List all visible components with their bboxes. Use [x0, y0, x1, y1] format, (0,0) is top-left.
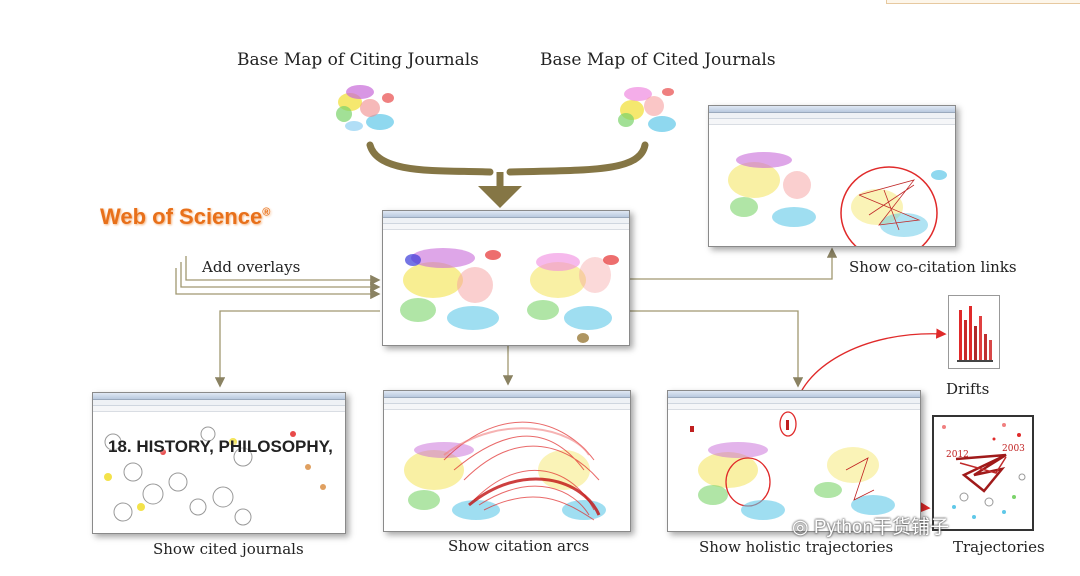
holistic-trajectories-map [690, 411, 895, 520]
cited-journals-screenshot: 18. HISTORY, PHILOSOPHY, [92, 392, 346, 534]
cited-map-dots [618, 87, 676, 132]
overlay-line-2 [180, 262, 381, 293]
trajectories-zoom-map: 2012 2003 [942, 423, 1026, 519]
citation-arcs-screenshot [383, 390, 631, 532]
drifts-thumbnail [948, 295, 1000, 369]
show-cocitation-label: Show co-citation links [849, 258, 1017, 276]
central-map [400, 248, 619, 343]
merge-arrow [366, 141, 649, 176]
watermark: ◎ Python干货铺子 [792, 517, 950, 538]
wechat-icon: ◎ [792, 517, 809, 538]
trajectories-zoom: 2012 2003 [932, 415, 1034, 531]
base-map-citing-label: Base Map of Citing Journals [237, 50, 479, 70]
cited-journals-map [104, 426, 326, 526]
trajectory-year-left: 2012 [946, 450, 969, 460]
show-cited-journals-label: Show cited journals [153, 540, 304, 558]
corner-box [886, 0, 1080, 4]
merge-arrow-head [478, 186, 522, 208]
drifts-label: Drifts [946, 380, 990, 398]
drifts-bars [957, 306, 993, 362]
cocitation-map [728, 152, 947, 246]
cocitation-line [630, 247, 838, 280]
show-citation-arcs-label: Show citation arcs [448, 537, 590, 555]
cocitation-screenshot [708, 105, 956, 247]
web-of-science-logo: Web of Science® [100, 204, 271, 229]
central-screenshot [382, 210, 630, 346]
history-philosophy-overlay: 18. HISTORY, PHILOSOPHY, [108, 437, 333, 456]
overlay-line-3 [175, 268, 381, 300]
trajectories-line [630, 310, 804, 388]
citing-base-map [336, 85, 394, 131]
citation-arcs-map [404, 421, 606, 521]
holistic-trajectories-screenshot [667, 390, 921, 532]
cited-journals-line [214, 310, 380, 388]
base-map-cited-label: Base Map of Cited Journals [540, 50, 776, 70]
citing-map-dots [336, 85, 394, 131]
trajectories-label: Trajectories [953, 538, 1045, 556]
add-overlays-label: Add overlays [202, 258, 301, 276]
cited-base-map [618, 87, 676, 132]
show-holistic-trajectories-label: Show holistic trajectories [699, 538, 894, 556]
overlay-line-1 [185, 256, 381, 286]
trajectory-year-right: 2003 [1002, 444, 1025, 454]
